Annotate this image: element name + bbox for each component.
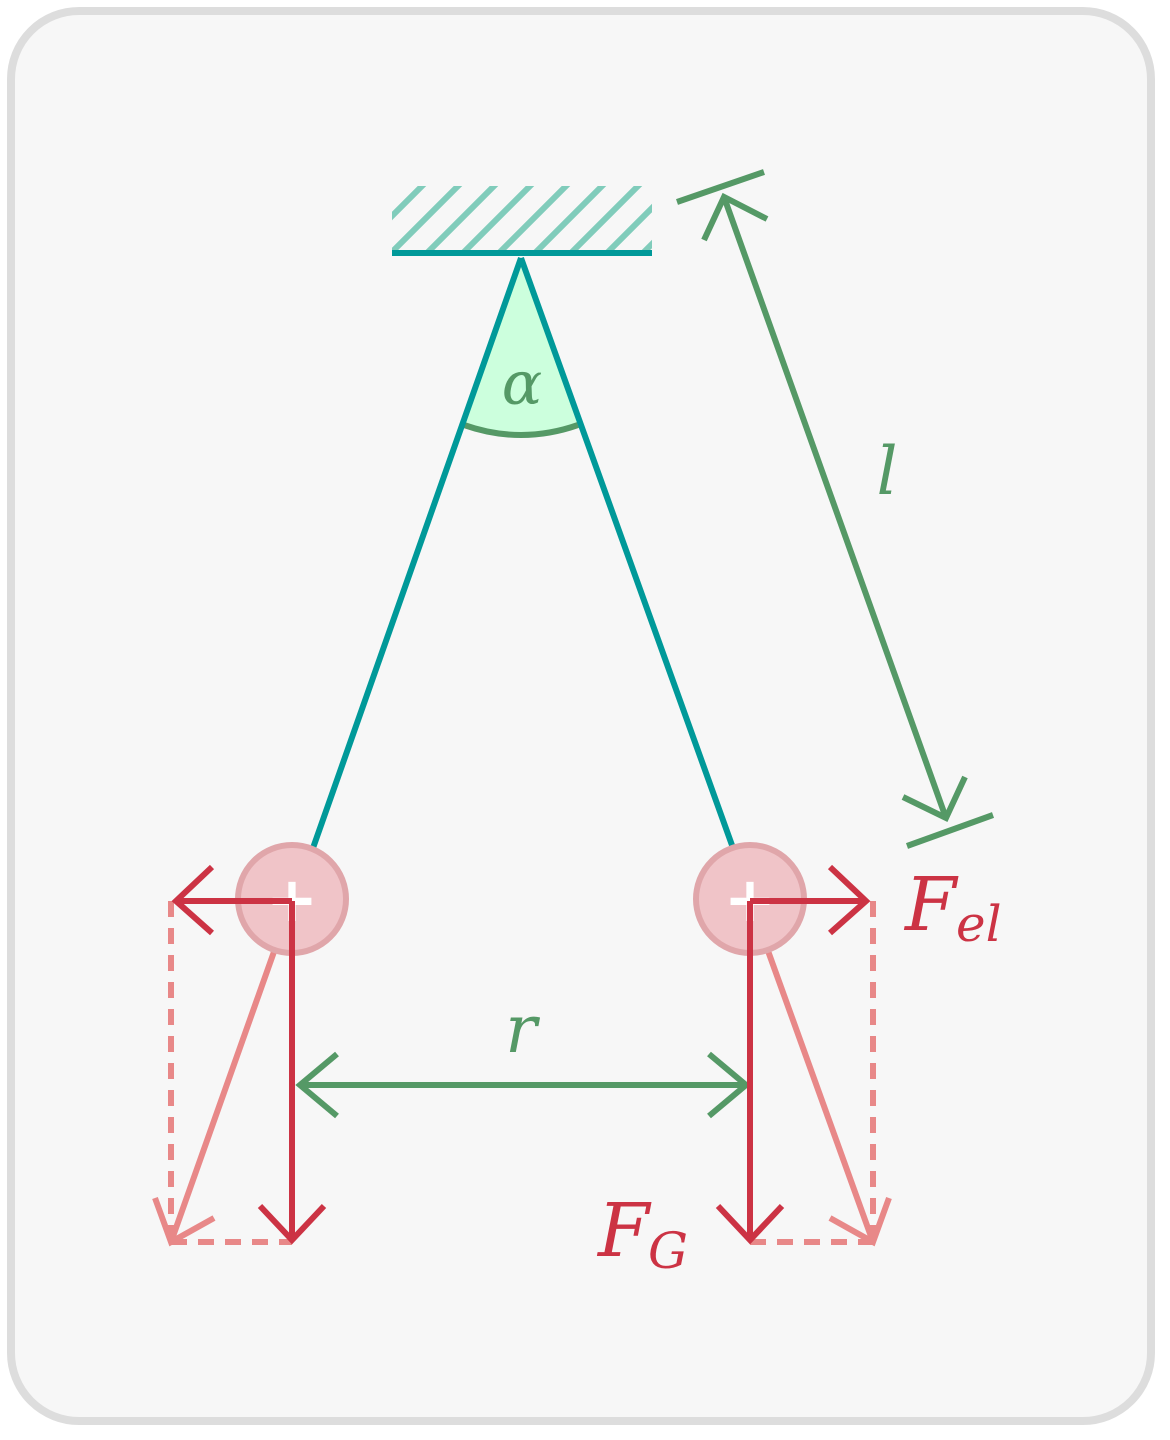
- length-dimension: [676, 169, 995, 849]
- electric-force-label: F el: [903, 862, 1002, 953]
- ceiling-icon: [392, 186, 652, 256]
- gravity-force-label: F G: [596, 1188, 688, 1280]
- resultant-force-arrows: [152, 899, 892, 1247]
- left-string: [310, 257, 524, 849]
- electric-force-label-main: F: [903, 862, 959, 948]
- gravity-force-label-sub: G: [648, 1222, 688, 1280]
- distance-label: r: [505, 991, 540, 1068]
- electric-force-label-sub: el: [956, 895, 1002, 953]
- force-arrows: [171, 864, 871, 1245]
- angle-arc: [463, 422, 579, 438]
- distance-dimension: [295, 1051, 751, 1119]
- right-string: [518, 256, 736, 850]
- gravity-force-label-main: F: [596, 1188, 652, 1274]
- length-label: l: [876, 433, 897, 510]
- force-construction-lines: [168, 901, 876, 1245]
- angle-label: α: [502, 349, 543, 419]
- angle-wedge: [464, 258, 578, 435]
